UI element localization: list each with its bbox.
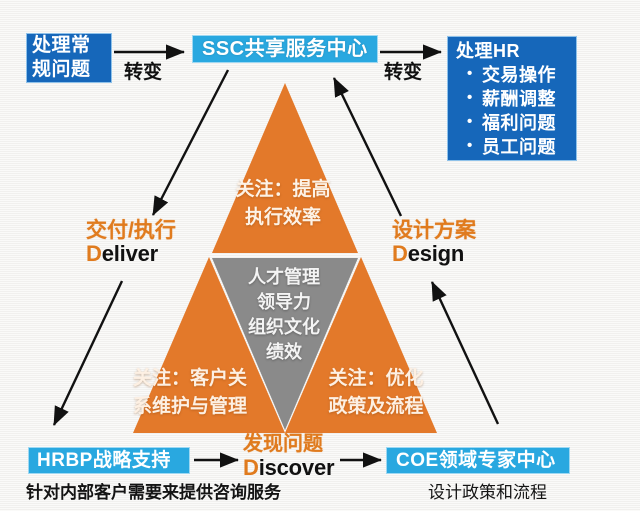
- transform-label-right: 转变: [384, 62, 423, 83]
- triangle-bottom-right-label: 关注：优化 政策及流程: [300, 365, 452, 421]
- role-discover-cn: 发现问题: [243, 433, 323, 455]
- triangle-core-label: 人才管理 领导力 组织文化 绩效: [228, 265, 340, 365]
- triangle-core-line2: 领导力: [257, 292, 311, 312]
- triangle-bottom-left-line2: 系维护与管理: [132, 396, 247, 417]
- hrbp-box[interactable]: HRBP战略支持: [28, 447, 190, 474]
- role-deliver-en: Deliver: [86, 242, 176, 265]
- role-discover-en-rest: iscover: [258, 455, 335, 480]
- role-discover-en: Discover: [243, 455, 335, 480]
- hrbp-label: HRBP战略支持: [37, 450, 171, 471]
- routine-issues-line1: 处理常: [32, 35, 91, 56]
- triangle-bottom-left-label: 关注：客户关 系维护与管理: [104, 365, 276, 421]
- routine-issues-line2: 规问题: [32, 59, 91, 80]
- role-deliver-en-rest: eliver: [101, 241, 158, 266]
- triangle-top-line2: 执行效率: [244, 207, 321, 228]
- role-design-en-cap: D: [392, 241, 408, 266]
- role-deliver: 交付/执行 Deliver: [86, 219, 176, 265]
- routine-issues-box[interactable]: 处理常 规问题: [26, 33, 112, 83]
- role-design-en-rest: esign: [407, 241, 465, 266]
- role-design-en: Design: [392, 242, 476, 265]
- role-discover-en-cap: D: [243, 455, 259, 480]
- hr-handling-list: 交易操作 薪酬调整 福利问题 员工问题: [456, 62, 574, 159]
- role-discover: 发现问题 Discover: [243, 433, 335, 480]
- hrbp-caption: 针对内部客户需要来提供咨询服务: [26, 483, 281, 502]
- hr-handling-item: 薪酬调整: [467, 86, 574, 111]
- coe-caption: 设计政策和流程: [428, 483, 547, 502]
- transform-label-left: 转变: [124, 62, 163, 83]
- triangle-core-line1: 人才管理: [248, 267, 320, 287]
- ssc-box[interactable]: SSC共享服务中心: [192, 35, 378, 63]
- hr-handling-item: 福利问题: [467, 110, 574, 135]
- role-deliver-en-cap: D: [86, 241, 102, 266]
- role-design: 设计方案 Design: [392, 219, 476, 265]
- triangle-bottom-right-line1: 关注：优化: [328, 368, 424, 389]
- triangle-top-label: 关注：提高 执行效率: [213, 176, 353, 232]
- hr-handling-item: 员工问题: [467, 134, 574, 159]
- hr-handling-item: 交易操作: [467, 62, 574, 87]
- hr-handling-box[interactable]: 处理HR 交易操作 薪酬调整 福利问题 员工问题: [447, 36, 577, 161]
- triangle-core-line3: 组织文化: [248, 317, 320, 337]
- hr-handling-title: 处理HR: [456, 41, 520, 61]
- coe-box[interactable]: COE领域专家中心: [386, 447, 570, 474]
- triangle-bottom-right-line2: 政策及流程: [328, 396, 424, 417]
- triangle-bottom-left-line1: 关注：客户关: [132, 368, 247, 389]
- triangle-top-line1: 关注：提高: [235, 179, 331, 200]
- ssc-label: SSC共享服务中心: [202, 38, 368, 60]
- coe-label: COE领域专家中心: [396, 450, 556, 471]
- triangle-core-line4: 绩效: [266, 342, 302, 362]
- role-deliver-cn: 交付/执行: [86, 219, 176, 242]
- role-design-cn: 设计方案: [392, 219, 476, 242]
